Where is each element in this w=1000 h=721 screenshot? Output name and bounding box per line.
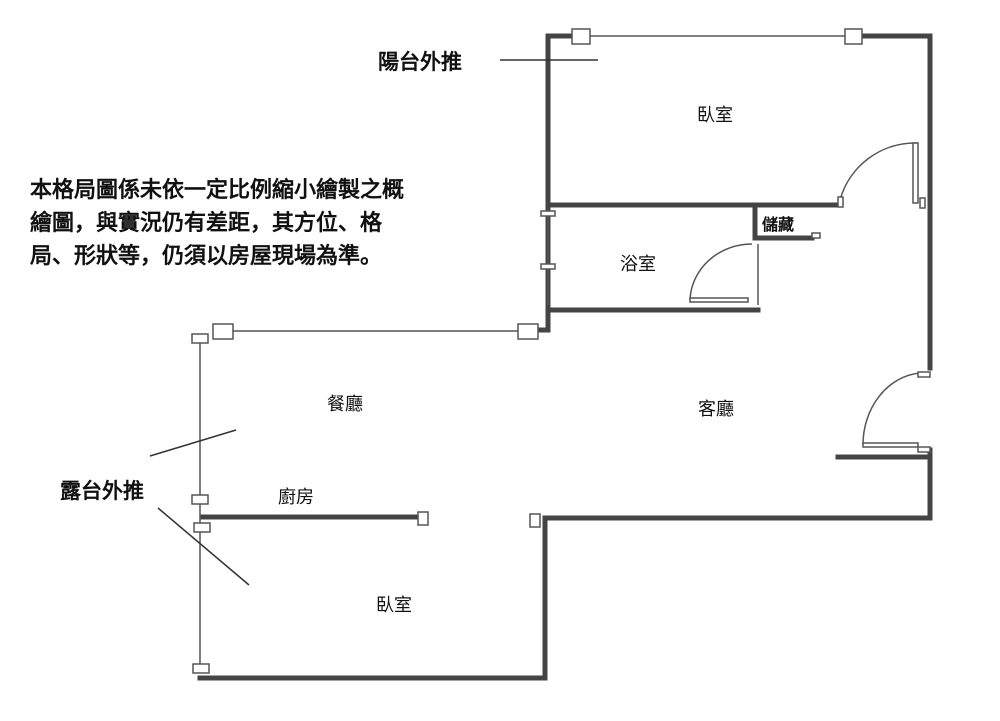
room-label-bathroom: 浴室 — [620, 254, 656, 275]
disclaimer-line: 局、形狀等，仍須以房屋現場為準。 — [30, 244, 383, 269]
room-label-living: 客廳 — [698, 399, 734, 420]
window-post — [571, 28, 591, 45]
room-label-dining: 餐廳 — [327, 394, 363, 415]
room-label-storage: 儲藏 — [762, 215, 795, 234]
walls — [197, 33, 933, 681]
east-wall-upper — [859, 33, 933, 371]
disclaimer-line: 本格局圖係未依一定比例縮小繪製之概 — [30, 178, 405, 203]
east-wall-lower — [197, 447, 933, 681]
disclaimer-line: 繪圖，與實況仍有差距，其方位、格 — [30, 211, 383, 236]
terrace-annotation: 露台外推 — [60, 479, 144, 503]
window-post — [517, 323, 539, 340]
bath-door-swing — [689, 243, 753, 301]
storage-wall — [752, 204, 815, 241]
bedroom-top-left-wall — [535, 33, 575, 333]
room-label-kitchen: 廚房 — [278, 487, 314, 508]
window-post — [212, 323, 234, 340]
room-label-bedroom-bottom: 臥室 — [376, 595, 412, 616]
bedroom-door-swing — [839, 142, 918, 201]
balcony-annotation: 陽台外推 — [378, 50, 462, 74]
doors — [689, 142, 931, 453]
living-door-swing — [862, 372, 921, 446]
leader-lines — [149, 59, 598, 586]
windows — [191, 28, 863, 674]
room-label-bedroom-top: 臥室 — [697, 105, 733, 126]
window-post — [844, 28, 863, 45]
disclaimer-note: 本格局圖係未依一定比例縮小繪製之概 繪圖，與實況仍有差距，其方位、格 局、形狀等… — [30, 174, 404, 273]
